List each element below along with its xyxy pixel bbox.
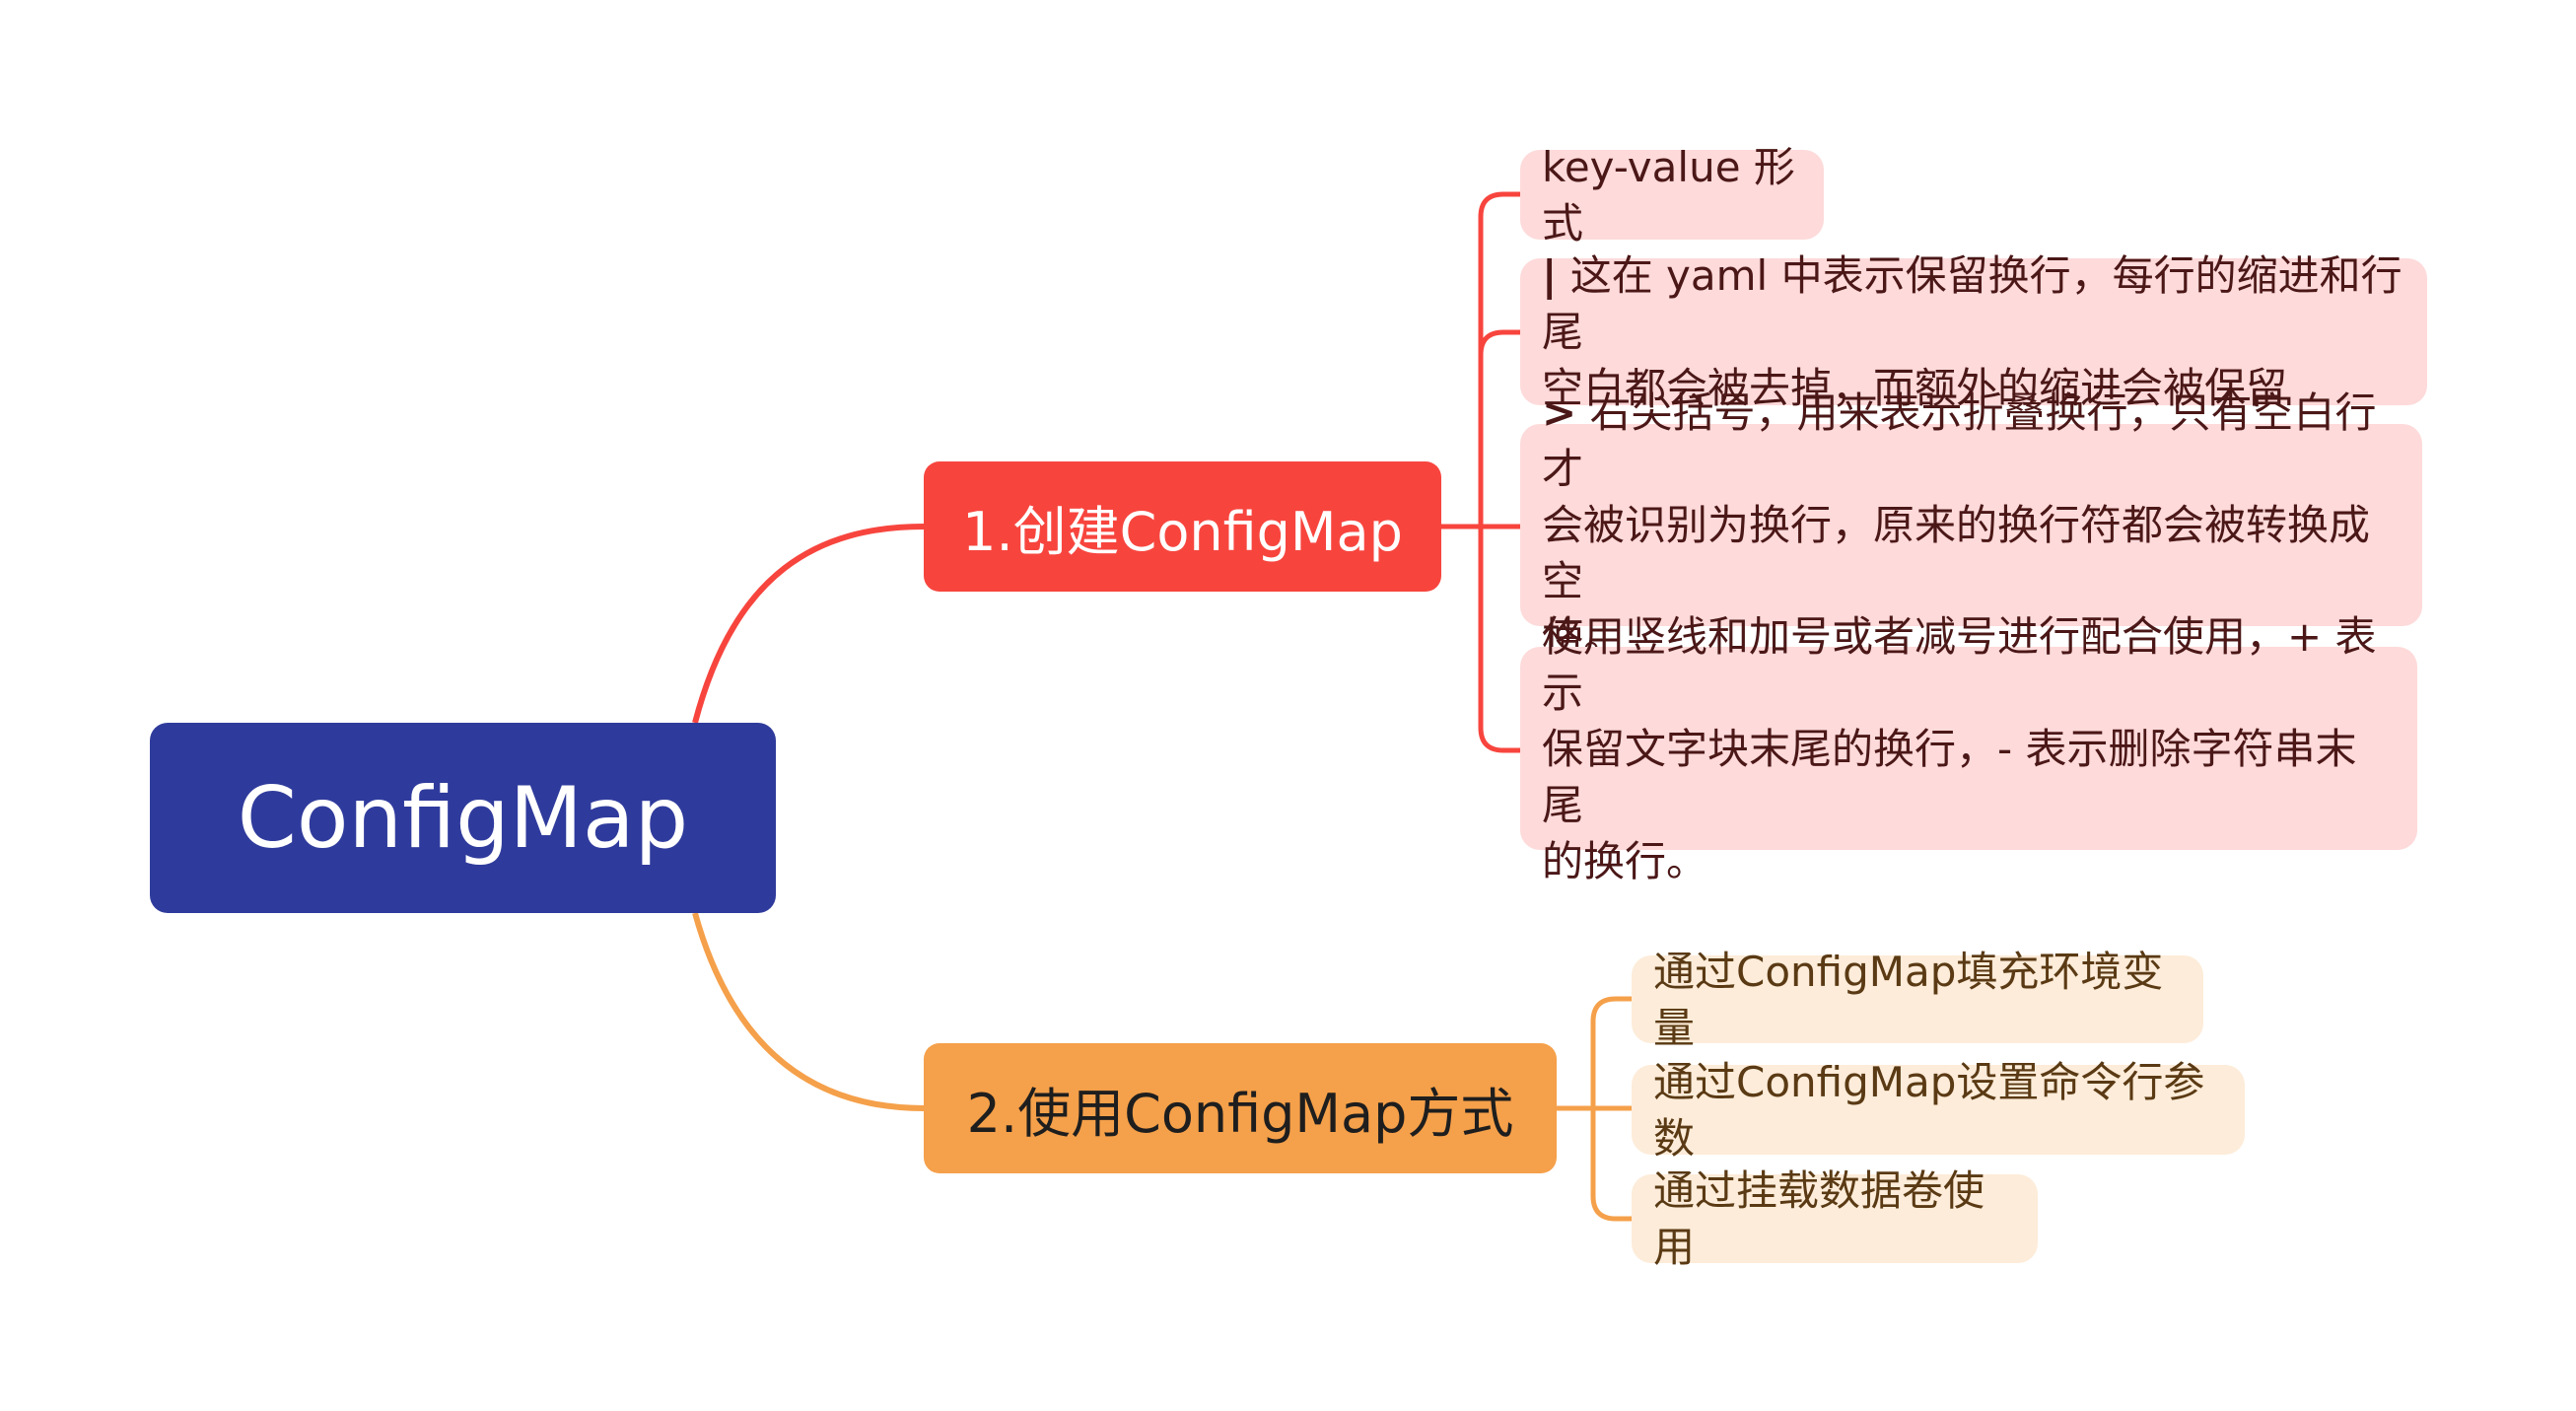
leaf-text: 通过挂载数据卷使用 [1653,1166,1985,1271]
branch-node-usage[interactable]: 2.使用ConfigMap方式 [924,1043,1557,1173]
leaf-node-pipe[interactable]: | 这在 yaml 中表示保留换行，每行的缩进和行尾 空白都会被去掉，而额外的缩… [1520,251,2427,412]
branch-label: 2.使用ConfigMap方式 [966,1082,1514,1145]
leaf-text: > 右尖括号，用来表示折叠换行，只有空白行才 会被识别为换行，原来的换行符都会被… [1542,388,2377,662]
branch-node-create[interactable]: 1.创建ConfigMap [924,461,1441,592]
leaf-node-plus-minus[interactable]: 使用竖线和加号或者减号进行配合使用，+ 表示 保留文字块末尾的换行，- 表示删除… [1520,612,2417,885]
connector-root-branch1 [692,524,925,724]
connector-root-branch2 [692,912,925,1111]
leaf-node-key-value[interactable]: key-value 形式 [1520,143,1824,247]
leaf-text: key-value 形式 [1542,142,1795,247]
leaf-node-cmd-args[interactable]: 通过ConfigMap设置命令行参数 [1632,1058,2245,1163]
greater-than-symbol: > [1542,388,1577,437]
leaf-node-env-vars[interactable]: 通过ConfigMap填充环境变量 [1632,948,2203,1052]
branch-label: 1.创建ConfigMap [962,500,1403,563]
pipe-symbol: | [1542,251,1558,300]
root-label: ConfigMap [237,768,689,868]
leaf-text: | 这在 yaml 中表示保留换行，每行的缩进和行尾 空白都会被去掉，而额外的缩… [1542,251,2402,412]
leaf-node-greater-than[interactable]: > 右尖括号，用来表示折叠换行，只有空白行才 会被识别为换行，原来的换行符都会被… [1520,388,2422,662]
connector-branch2-leaves [1557,996,1632,1222]
connector-branch1-leaves [1441,191,1520,753]
root-node[interactable]: ConfigMap [150,723,776,913]
leaf-node-volume-mount[interactable]: 通过挂载数据卷使用 [1632,1166,2038,1271]
leaf-text: 通过ConfigMap设置命令行参数 [1653,1057,2205,1163]
leaf-text: 通过ConfigMap填充环境变量 [1653,947,2164,1052]
leaf-text: 使用竖线和加号或者减号进行配合使用，+ 表示 保留文字块末尾的换行，- 表示删除… [1542,611,2377,885]
